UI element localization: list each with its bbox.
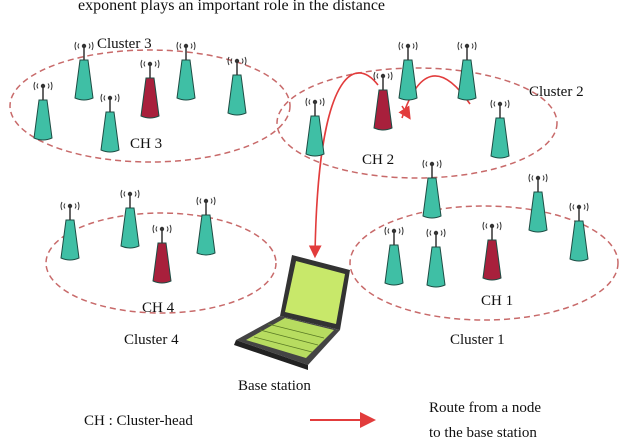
laptop-icon bbox=[234, 255, 350, 370]
antenna-node-icon bbox=[74, 41, 94, 101]
antenna-node-icon bbox=[384, 226, 404, 286]
cluster-4-boundary bbox=[45, 212, 277, 314]
cluster-head-antenna-icon bbox=[373, 71, 393, 131]
cluster-3-head-label: CH 3 bbox=[130, 136, 162, 152]
cluster-1-head-label: CH 1 bbox=[481, 293, 513, 309]
sensor-nodes-group bbox=[33, 41, 589, 288]
antenna-node-icon bbox=[120, 189, 140, 249]
antenna-node-icon bbox=[100, 93, 120, 153]
antenna-node-icon bbox=[528, 173, 548, 233]
cluster-3-boundary bbox=[9, 49, 291, 163]
cluster-head-antenna-icon bbox=[482, 221, 502, 281]
antenna-node-icon bbox=[490, 99, 510, 159]
antenna-node-icon bbox=[60, 201, 80, 261]
cluster-head-antenna-icon bbox=[140, 59, 160, 119]
antenna-node-icon bbox=[33, 81, 53, 141]
cluster-2-boundary bbox=[276, 67, 558, 179]
cluster-head-antenna-icon bbox=[152, 224, 172, 284]
antenna-node-icon bbox=[569, 202, 589, 262]
route-ch2-to-base bbox=[308, 72, 379, 259]
legend-cluster-head: CH : Cluster-head bbox=[84, 413, 193, 429]
legend-route-line2: to the base station bbox=[429, 425, 537, 441]
legend-route-line1: Route from a node bbox=[429, 400, 541, 416]
cluster-2-head-label: CH 2 bbox=[362, 152, 394, 168]
antenna-node-icon bbox=[196, 196, 216, 256]
cluster-4-label: Cluster 4 bbox=[124, 332, 179, 348]
cluster-1-boundary bbox=[349, 205, 619, 321]
route-arrow-into-ch2 bbox=[398, 105, 411, 120]
antenna-node-icon bbox=[398, 41, 418, 101]
cluster-4-head-label: CH 4 bbox=[142, 300, 175, 316]
cluster-1-label: Cluster 1 bbox=[450, 332, 505, 348]
cluster-3-label: Cluster 3 bbox=[97, 36, 152, 52]
base-station-label: Base station bbox=[238, 378, 311, 394]
antenna-node-icon bbox=[422, 159, 442, 219]
antenna-node-icon bbox=[426, 228, 446, 288]
top-cropped-text: exponent plays an important role in the … bbox=[78, 0, 385, 14]
antenna-node-icon bbox=[227, 56, 247, 116]
cluster-2-label: Cluster 2 bbox=[529, 84, 584, 100]
antenna-node-icon bbox=[176, 41, 196, 101]
antenna-node-icon bbox=[457, 41, 477, 101]
antenna-node-icon bbox=[305, 97, 325, 157]
